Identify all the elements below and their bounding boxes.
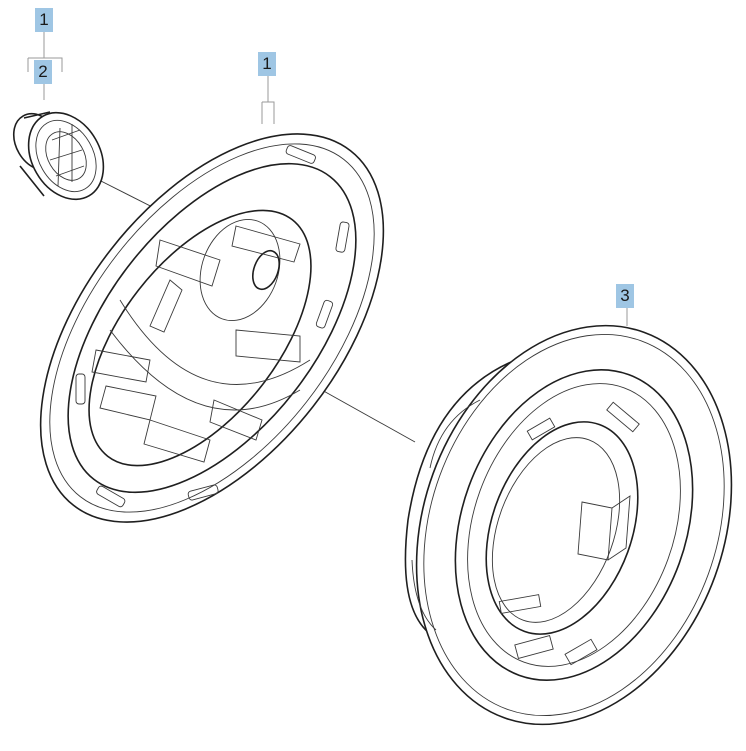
part-3-ring [404,324,733,726]
part-2-plug [12,111,105,201]
part-1-housing [39,133,385,523]
callout-label-1: 1 [258,52,276,76]
callout-label-1-top: 1 [35,8,53,32]
callout-leaders [27,32,628,326]
ring-tabs [498,401,640,666]
flange-slots [75,145,350,508]
callout-label-3: 3 [616,284,634,308]
internal-ribs [91,225,311,463]
callout-label-2: 2 [34,60,52,84]
